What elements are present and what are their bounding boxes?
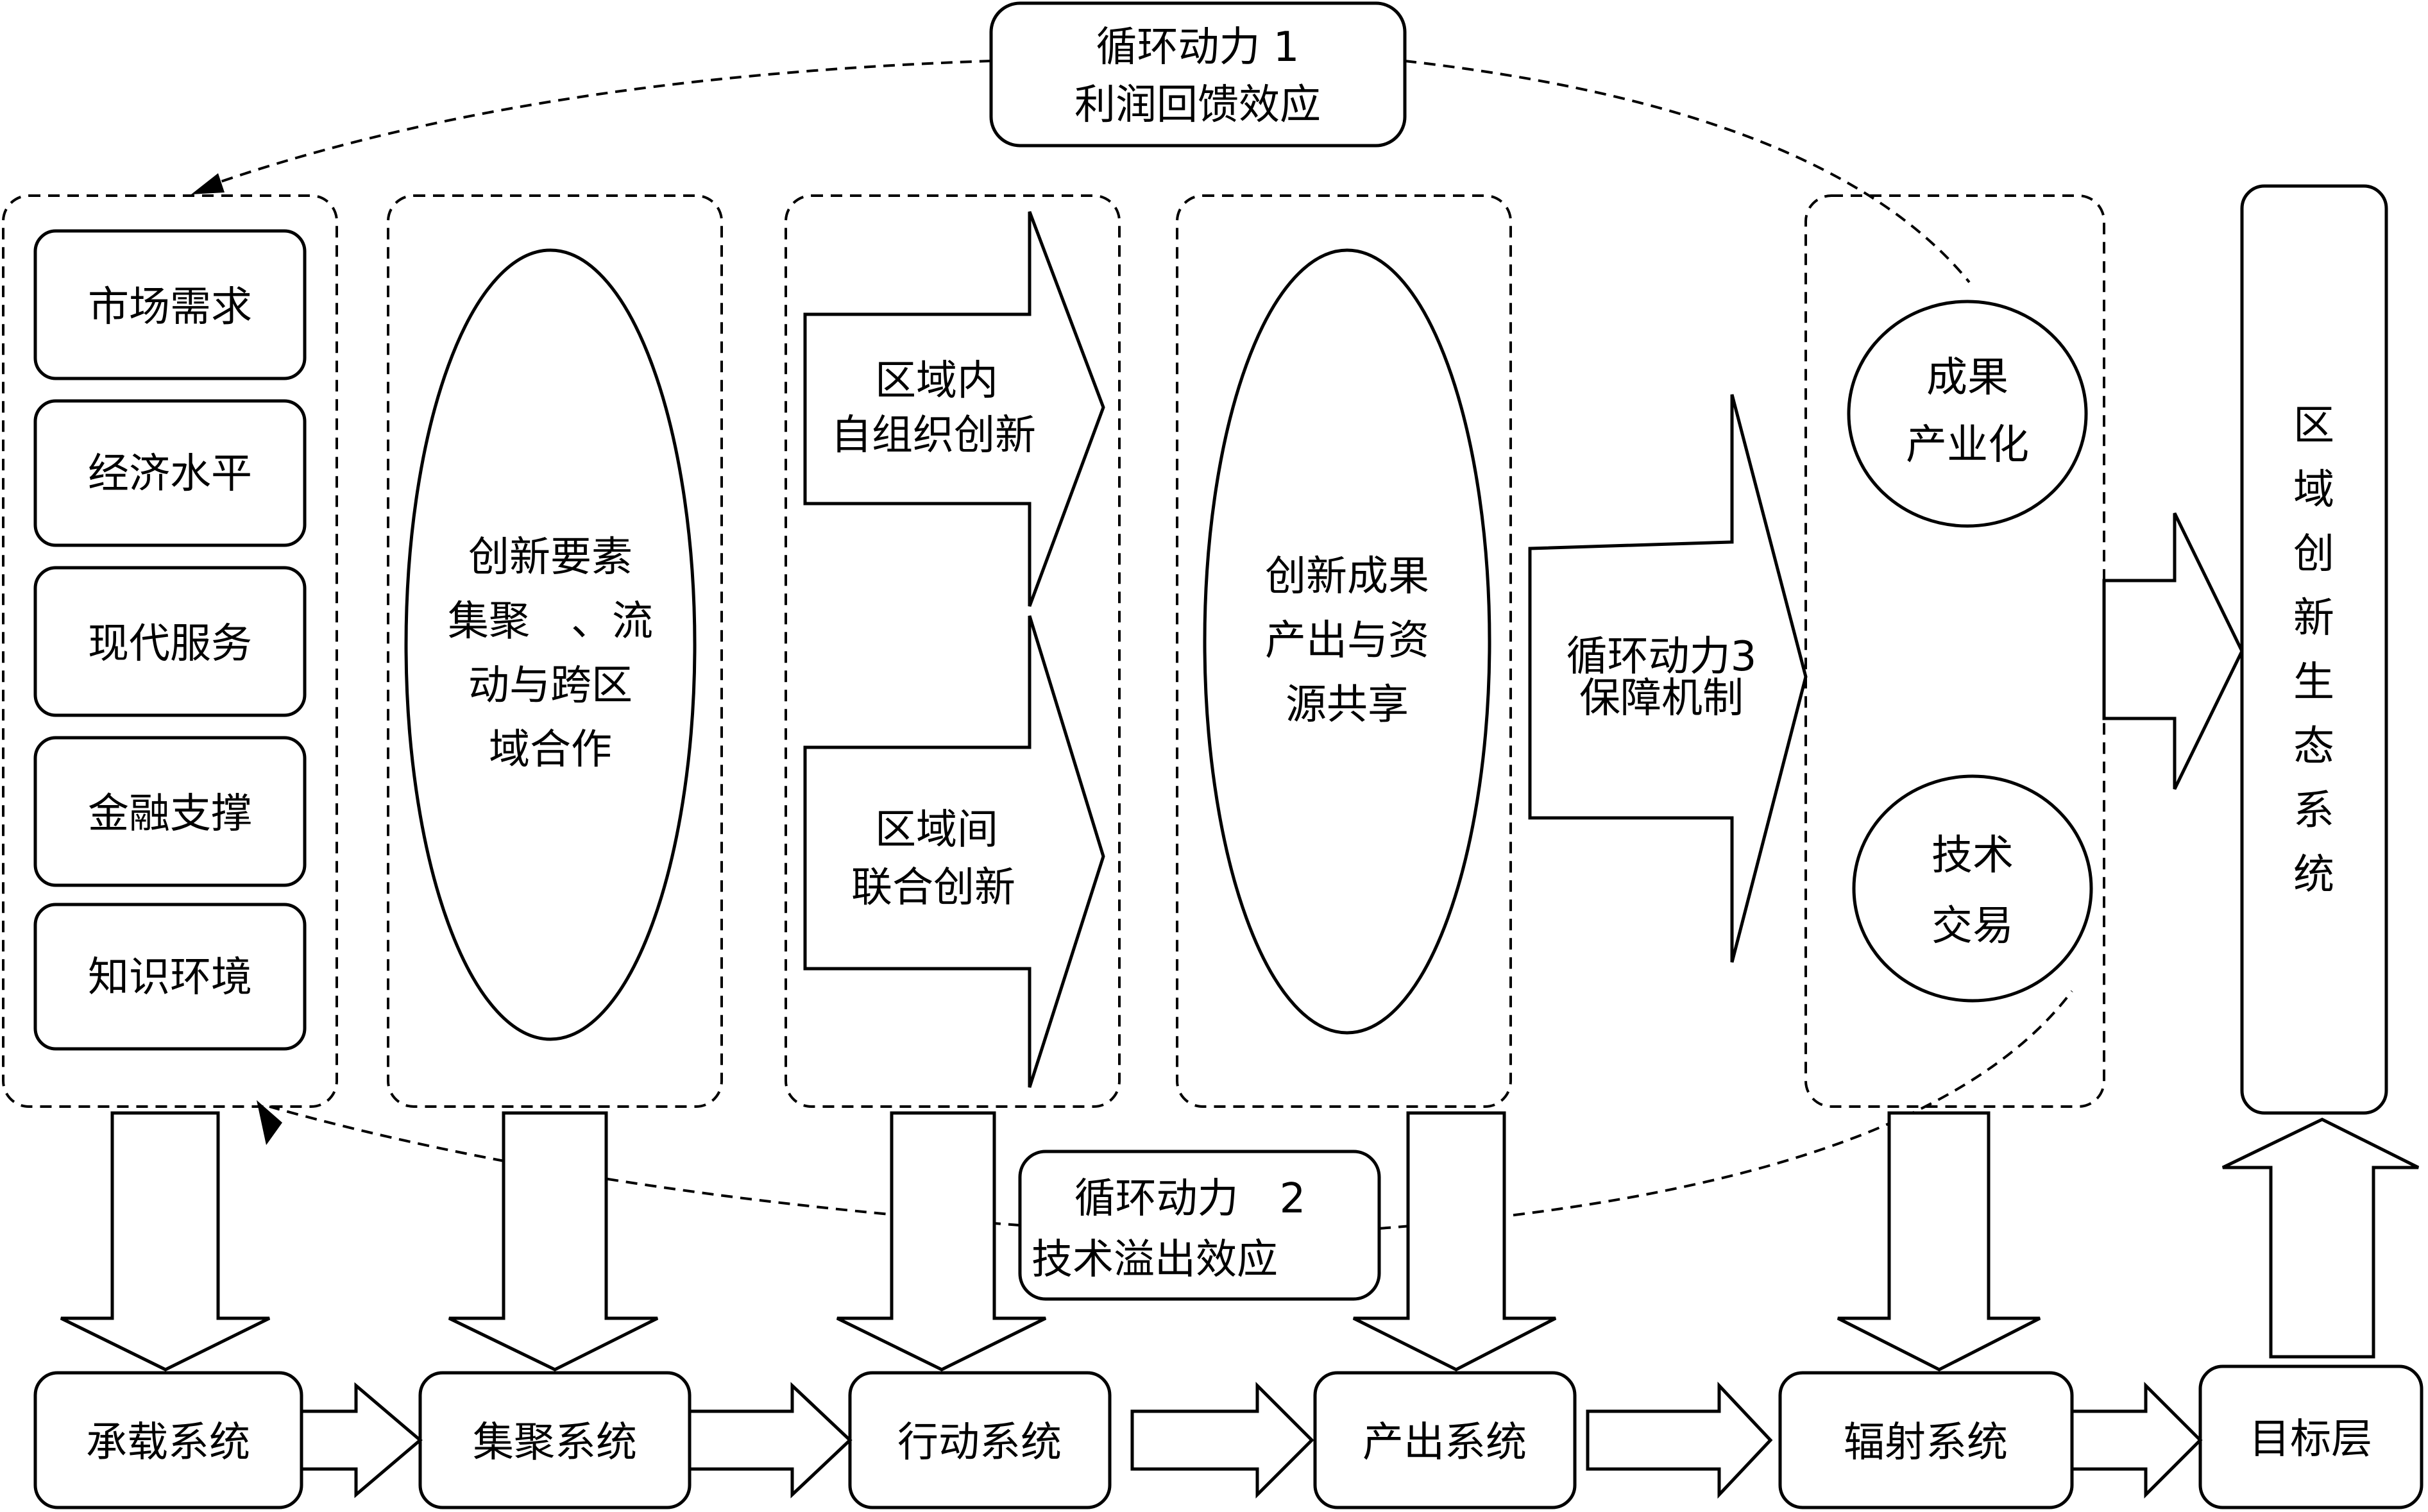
factor-box-5 [33, 903, 307, 1051]
agglomeration-line1: 创新要素 [468, 534, 632, 581]
agglomeration-group [387, 194, 723, 1108]
loop3-line1: 循环动力3 [1566, 633, 1757, 681]
ecosystem-char-2: 域 [2293, 466, 2334, 514]
industrialization-circle [1847, 300, 2088, 528]
output-line2: 产出与资 [1265, 617, 1429, 665]
loop1-box [989, 1, 1407, 148]
factor-label-2: 经济水平 [88, 450, 252, 498]
right-arrow-2 [688, 1382, 853, 1499]
right-arrow-4 [1586, 1381, 1773, 1499]
loop1-curve-left [198, 60, 992, 191]
loop3-arrow [1528, 394, 1808, 963]
ecosystem-char-8: 统 [2293, 851, 2334, 899]
system-label-carrying: 承载系统 [86, 1419, 250, 1466]
inter-line2: 联合创新 [851, 864, 1015, 912]
system-label-action: 行动系统 [897, 1419, 1062, 1466]
trade-line2: 交易 [1931, 903, 2014, 950]
intra-region-arrow [803, 211, 1105, 607]
loop3-line2: 保障机制 [1579, 675, 1744, 722]
output-line3: 源共享 [1286, 681, 1409, 729]
ecosystem-char-6: 态 [2293, 723, 2334, 770]
right-arrow-3 [1130, 1381, 1314, 1499]
factor-box-2 [33, 399, 307, 547]
agglomeration-line3: 动与跨区 [468, 662, 632, 709]
agglomeration-ellipse [404, 248, 697, 1041]
system-label-output: 产出系统 [1363, 1419, 1527, 1466]
ecosystem-char-4: 新 [2293, 595, 2334, 642]
factor-label-3: 现代服务 [88, 620, 252, 668]
intra-line2: 自组织创新 [831, 412, 1036, 459]
loop2-curve-left [269, 1105, 1021, 1227]
output-group [1176, 194, 1512, 1108]
loop1-curve-right [1404, 60, 1971, 284]
right-arrow-5 [2070, 1381, 2203, 1499]
ecosystem-char-7: 系 [2293, 787, 2334, 835]
loop2-curve-right [1379, 990, 2073, 1230]
loop2-line2: 技术溢出效应 [1031, 1236, 1278, 1284]
output-ellipse [1203, 248, 1491, 1035]
action-group [785, 194, 1121, 1108]
trade-line1: 技术 [1931, 832, 2014, 879]
ecosystem-box [2240, 184, 2388, 1115]
industrialization-line2: 产业化 [1906, 421, 2029, 469]
down-arrow-5 [1837, 1111, 2041, 1372]
agglomeration-line4: 域合作 [489, 726, 612, 774]
down-arrow-3 [836, 1111, 1047, 1372]
system-label-radiation: 辐射系统 [1844, 1419, 2008, 1466]
factor-box-1 [33, 229, 307, 380]
system-label-agglomeration: 集聚系统 [473, 1419, 637, 1466]
intra-line1: 区域内 [875, 357, 998, 405]
down-arrow-4 [1352, 1111, 1557, 1372]
factor-label-1: 市场需求 [88, 284, 252, 331]
inter-line1: 区域间 [875, 806, 998, 854]
agglomeration-line2: 集聚 、流 [448, 598, 653, 645]
inter-region-arrow [803, 615, 1105, 1088]
ecosystem-char-5: 生 [2293, 659, 2334, 706]
down-arrow-2 [448, 1111, 659, 1372]
radiation-to-ecosystem-arrow [2102, 512, 2244, 790]
right-arrow-1 [300, 1382, 423, 1499]
loop1-arrowhead [191, 173, 225, 194]
loop1-line1: 循环动力 1 [1096, 24, 1299, 71]
factor-box-4 [33, 736, 307, 887]
loop2-arrowhead [257, 1100, 282, 1145]
down-arrow-1 [60, 1111, 271, 1372]
system-label-goal: 目标层 [2249, 1416, 2372, 1463]
up-arrow-goal [2221, 1117, 2420, 1359]
factor-box-3 [33, 566, 307, 717]
industrialization-line1: 成果 [1926, 354, 2008, 402]
loop1-line2: 利润回馈效应 [1074, 81, 1321, 129]
factor-label-4: 金融支撑 [88, 790, 252, 838]
system-box-output [1313, 1371, 1577, 1509]
loop2-line1: 循环动力 2 [1074, 1175, 1306, 1223]
trade-circle [1852, 774, 2093, 1003]
system-box-goal [2198, 1364, 2424, 1509]
output-line1: 创新成果 [1265, 553, 1429, 600]
loop2-box [1018, 1150, 1381, 1301]
factor-label-5: 知识环境 [88, 954, 252, 1001]
ecosystem-char-1: 区 [2293, 402, 2334, 450]
carrying-group [2, 194, 338, 1108]
ecosystem-char-3: 创 [2293, 531, 2334, 578]
